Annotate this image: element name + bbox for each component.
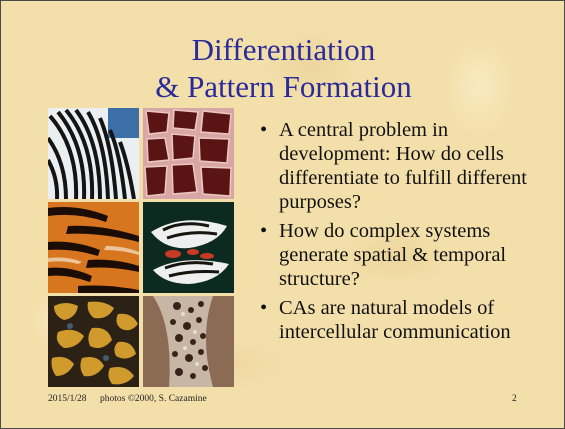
lizard-skin-photo (143, 296, 234, 387)
bullet-text: CAs are natural models of intercellular … (279, 297, 511, 343)
bullet-text: A central problem in development: How do… (279, 119, 527, 213)
slide-title: Differentiation & Pattern Formation (101, 31, 466, 105)
page-number: 2 (512, 394, 517, 404)
fish-pattern-photo (143, 202, 234, 293)
photo-credit: photos ©2000, S. Cazamine (100, 394, 207, 404)
bullet-item: • How do complex systems generate spatia… (260, 219, 560, 291)
bullet-list: • A central problem in development: How … (260, 118, 560, 349)
tiger-stripes-photo (48, 202, 139, 293)
footer-date: 2015/1/28 (48, 394, 87, 404)
photo-grid (48, 108, 234, 388)
bullet-marker: • (260, 119, 268, 141)
title-line-2: & Pattern Formation (155, 69, 412, 104)
tortoise-shell-photo (48, 296, 139, 387)
bullet-text: How do complex systems generate spatial … (279, 220, 507, 290)
bullet-item: • A central problem in development: How … (260, 118, 560, 214)
bullet-item: • CAs are natural models of intercellula… (260, 296, 560, 344)
zebra-stripes-photo (48, 108, 139, 199)
bullet-marker: • (260, 220, 268, 242)
giraffe-pattern-photo (143, 108, 234, 199)
bullet-marker: • (260, 297, 268, 319)
title-line-1: Differentiation (191, 32, 376, 67)
